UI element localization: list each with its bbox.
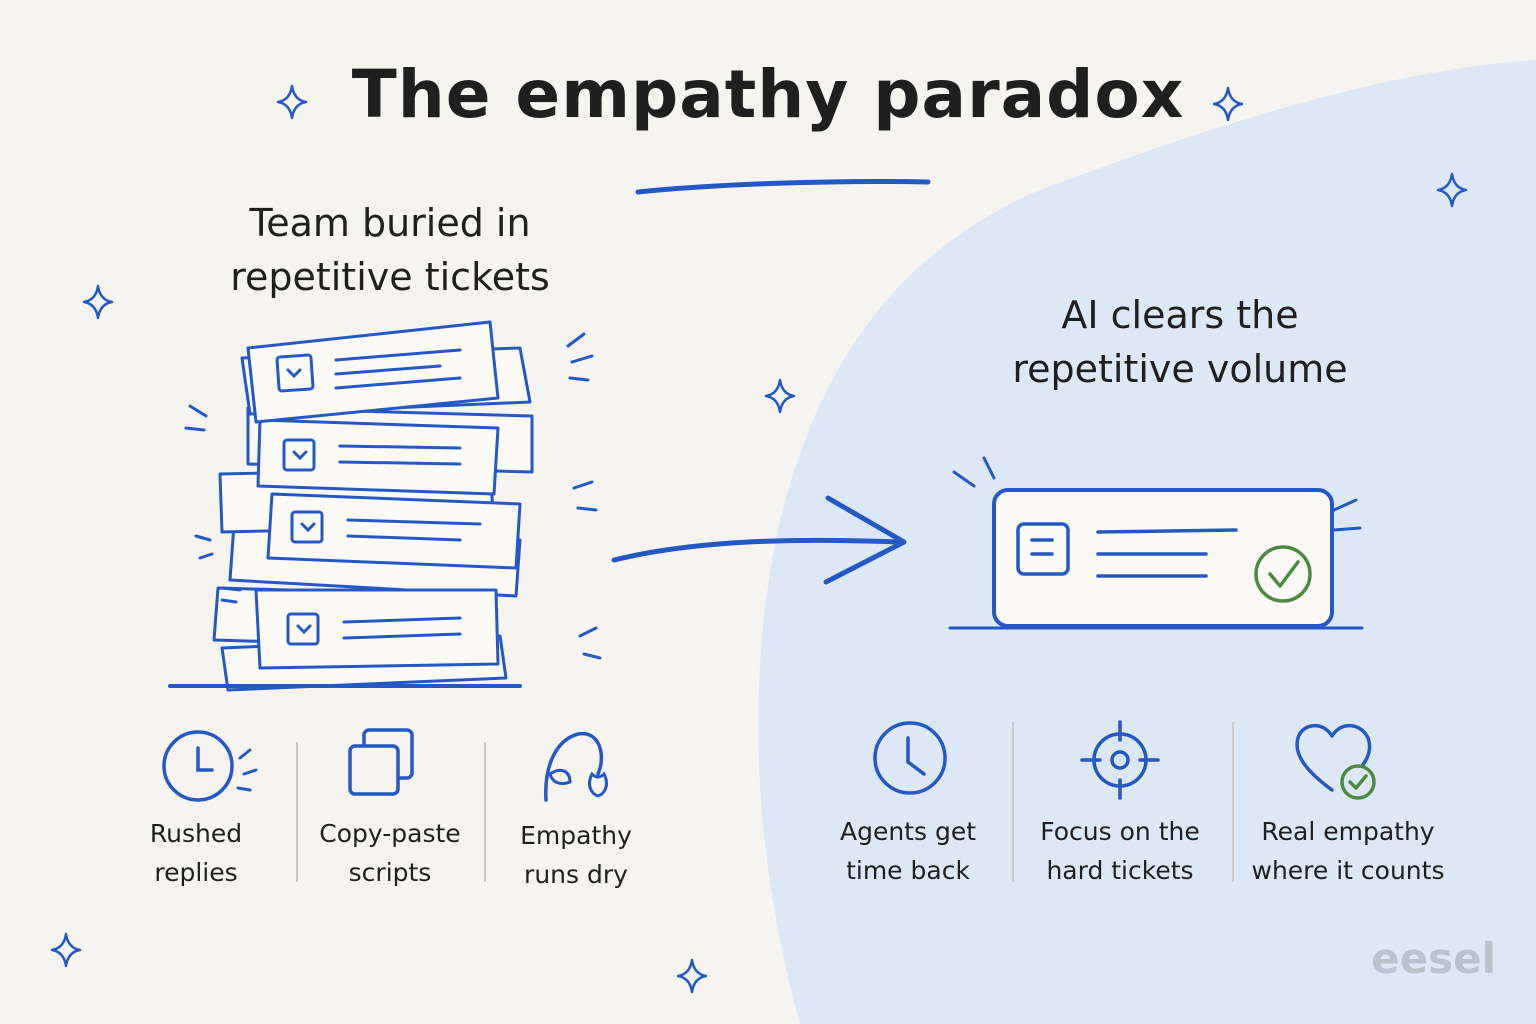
label-focus-on-hard-tickets: Focus on the hard tickets [1020, 812, 1220, 890]
resolved-ticket-illustration [948, 456, 1364, 630]
ticket-pile-illustration [168, 320, 602, 692]
label-line: time back [846, 856, 970, 885]
target-icon [1080, 720, 1160, 800]
heart-check-icon [1295, 724, 1376, 800]
label-line: scripts [348, 858, 432, 887]
sparkle-icon [676, 958, 708, 994]
label-copy-paste-scripts: Copy-paste scripts [290, 814, 490, 892]
eesel-logo: eesel [1371, 934, 1496, 983]
divider [484, 742, 486, 882]
label-line: where it counts [1251, 856, 1445, 885]
label-line: hard tickets [1046, 856, 1194, 885]
ticket-card [254, 588, 500, 670]
left-heading: Team buried in repetitive tickets [190, 196, 590, 304]
label-line: Copy-paste [319, 819, 461, 848]
arrow-icon [611, 495, 907, 585]
label-line: Rushed [149, 819, 243, 848]
label-line: Empathy [520, 821, 632, 850]
sparkle-icon [1212, 86, 1244, 122]
left-heading-line: repetitive tickets [230, 255, 550, 299]
sparkle-icon [764, 378, 796, 414]
label-rushed-replies: Rushed replies [96, 814, 296, 892]
wilted-flower-icon [544, 731, 608, 802]
right-heading-line: repetitive volume [1012, 347, 1348, 391]
sparkle-icon [82, 284, 114, 320]
label-line: Focus on the [1040, 817, 1200, 846]
right-heading: AI clears the repetitive volume [960, 288, 1400, 396]
label-line: runs dry [524, 860, 628, 889]
page-title: The empathy paradox [351, 56, 1185, 133]
right-heading-line: AI clears the [1061, 293, 1299, 337]
label-line: Real empathy [1261, 817, 1435, 846]
label-real-empathy: Real empathy where it counts [1238, 812, 1458, 890]
divider [1012, 722, 1014, 882]
title-underline [635, 178, 931, 195]
label-agents-get-time-back: Agents get time back [808, 812, 1008, 890]
ticket-card [266, 492, 522, 570]
ticket-card [256, 418, 500, 496]
label-empathy-runs-dry: Empathy runs dry [476, 816, 676, 894]
copy-icon [348, 728, 414, 796]
clock-icon [873, 721, 947, 795]
left-heading-line: Team buried in [249, 201, 531, 245]
divider [296, 742, 298, 882]
checkmark-icon [1254, 545, 1312, 603]
label-line: Agents get [839, 817, 977, 846]
clock-icon [162, 730, 258, 802]
sparkle-icon [50, 932, 82, 968]
sparkle-icon [1436, 172, 1468, 208]
label-line: replies [154, 858, 238, 887]
divider [1232, 722, 1234, 882]
sparkle-icon [276, 84, 308, 120]
